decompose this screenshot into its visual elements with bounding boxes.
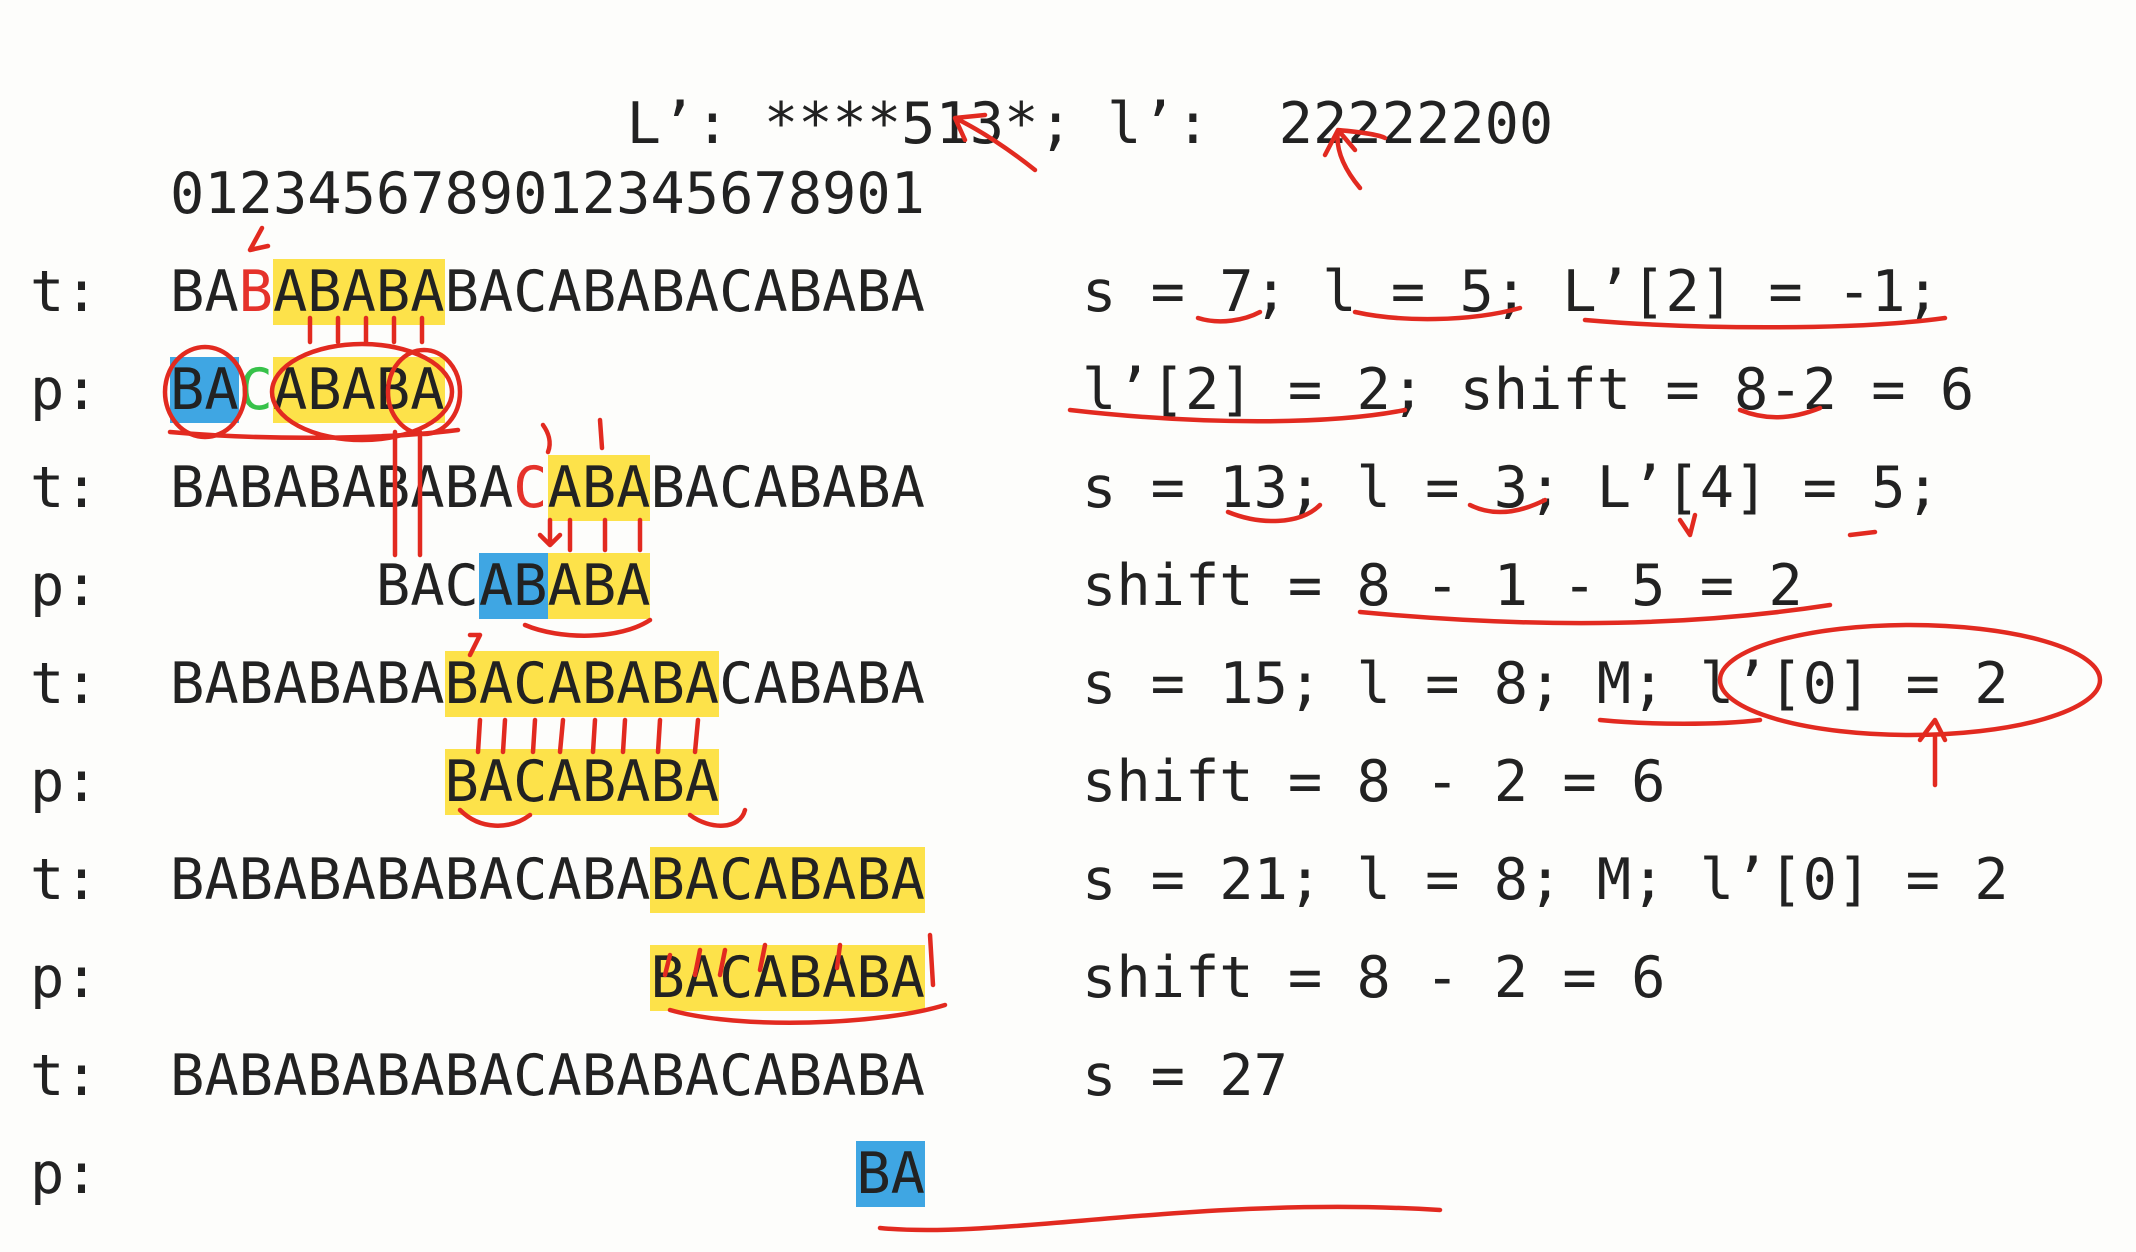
header-line: L’: ****513*; l’: 22222200 [558,28,1554,157]
segment-red: C [513,455,548,521]
segment [170,945,650,1011]
step-note: s = 7; l = 5; L’[2] = -1; [1082,259,1940,325]
segment-hl-yellow: BACABABA [650,945,925,1011]
segment: BABABABA [170,651,445,717]
pattern-row-label: p: [30,553,99,619]
segment: CABABA [719,651,925,717]
segment: BAC [170,553,479,619]
step-note: l’[2] = 2; shift = 8-2 = 6 [1082,357,1975,423]
segment-hl-yellow: ABABA [272,357,445,423]
pattern-sequence: BACABABA [170,357,445,423]
text-sequence: BABABABABACABABACABABA [170,259,925,325]
segment-hl-yellow: BACABABA [444,749,720,815]
segment-hl-yellow: BACABABA [444,651,720,717]
text-sequence: BABABABABACABABACABABA [170,1044,925,1108]
pattern-sequence: BACABABA [170,945,925,1011]
segment-hl-blue: BA [170,357,239,423]
segment: BACABABACABABA [444,259,925,325]
pattern-sequence: BA [170,1141,925,1207]
header-L-prime: L’: ****513*; l’: [626,91,1211,157]
segment-hl-yellow: ABA [547,455,651,521]
step-note: s = 13; l = 3; L’[4] = 5; [1082,455,1940,521]
text-sequence: BABABABABACABABACABABA [170,847,925,913]
segment-hl-blue: AB [478,553,548,619]
step-note: s = 15; l = 8; M; l’[0] = 2 [1082,651,2009,717]
text-row-label: t: [30,651,99,717]
pattern-row-label: p: [30,945,99,1011]
segment [170,749,445,815]
text-row-label: t: [30,847,99,913]
segment-hl-blue: BA [856,1141,925,1207]
index-row: 0123456789012345678901 [170,161,925,227]
step-note: s = 21; l = 8; M; l’[0] = 2 [1082,847,2009,913]
pattern-sequence: BACABABA [170,749,720,815]
text-sequence: BABABABABACABABACABABA [170,455,925,521]
segment: BACABABA [650,455,925,521]
segment-red: B [238,259,273,325]
header-l-prime-value: 22222200 [1278,91,1554,157]
text-row-label: t: [30,1043,99,1109]
segment-hl-yellow: ABABA [272,259,445,325]
text-row-label: t: [30,455,99,521]
step-note: s = 27 [1082,1043,1288,1109]
segment-green: C [238,357,273,423]
pattern-row-label: p: [30,357,99,423]
segment-hl-yellow: BACABABA [650,847,925,913]
segment: BABABABABACABABACABABA [170,1043,925,1109]
segment: BABABABABA [170,455,514,521]
pattern-sequence: BACABABA [170,553,651,619]
pattern-row-label: p: [30,1141,99,1207]
step-note: shift = 8 - 2 = 6 [1082,945,1666,1011]
segment-hl-yellow: ABA [547,553,651,619]
step-note: shift = 8 - 2 = 6 [1082,749,1666,815]
segment: BABABABABACABA [170,847,651,913]
text-row-label: t: [30,259,99,325]
segment [170,1141,856,1207]
pattern-row-label: p: [30,749,99,815]
step-note: shift = 8 - 1 - 5 = 2 [1082,553,1803,619]
text-sequence: BABABABABACABABACABABA [170,651,925,717]
segment: BA [170,259,239,325]
